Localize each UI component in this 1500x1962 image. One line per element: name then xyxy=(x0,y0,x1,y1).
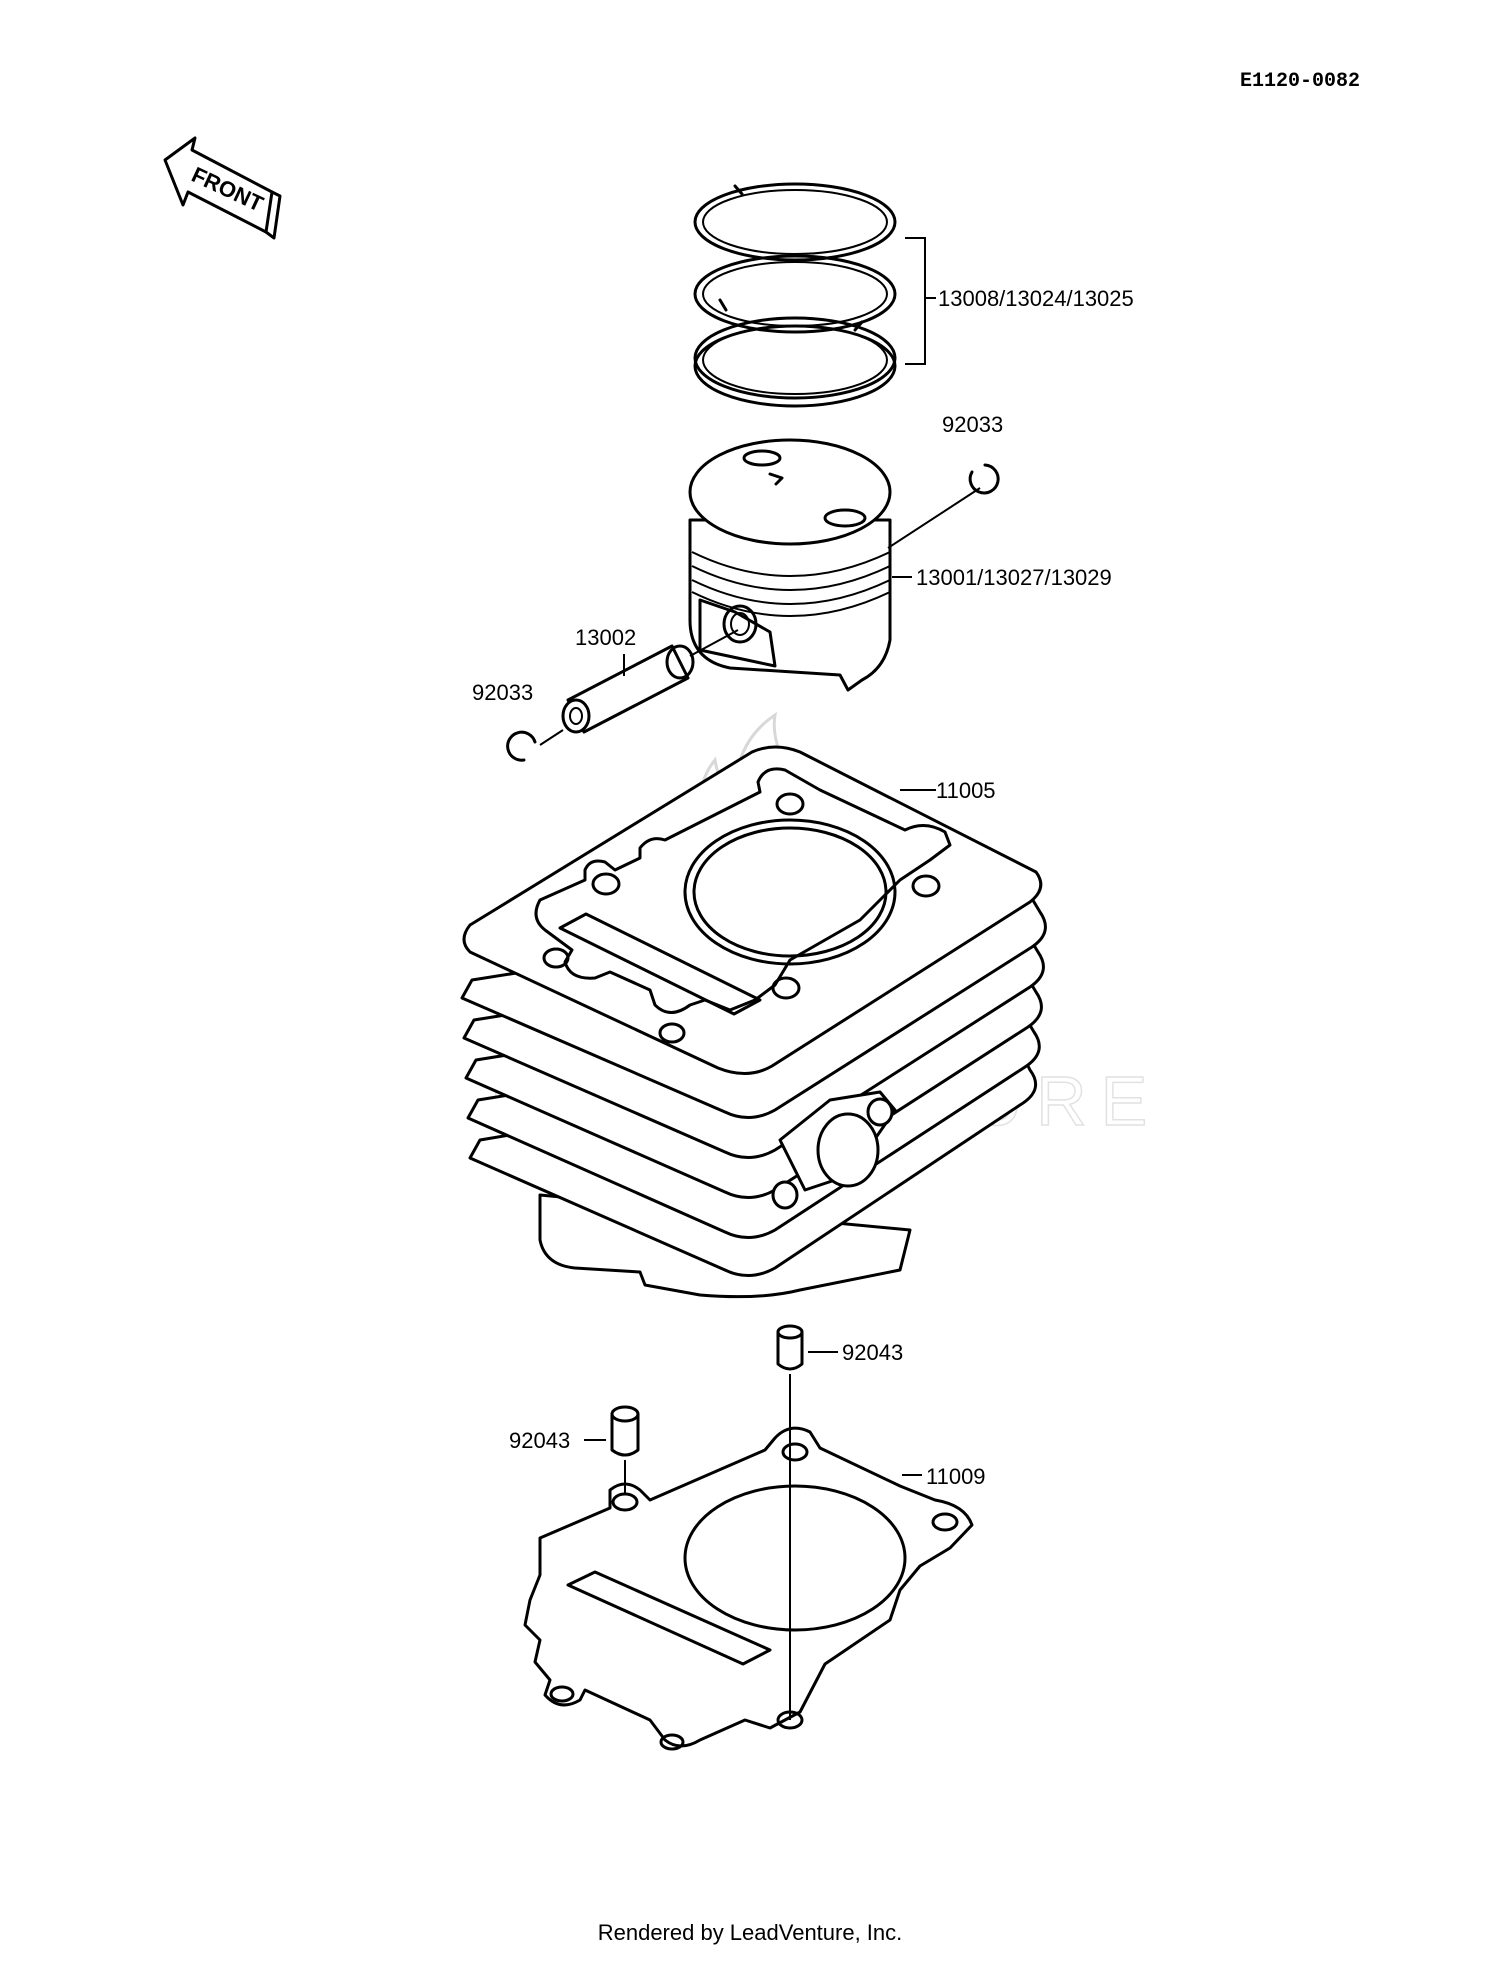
piston-pin xyxy=(561,644,695,734)
front-arrow-icon: FRONT xyxy=(163,136,282,240)
circlip-left xyxy=(506,730,537,762)
dowel-pin-left xyxy=(610,1405,640,1457)
piston-rings xyxy=(693,182,897,408)
rings-bracket xyxy=(905,237,936,365)
label-pin: 13002 xyxy=(575,625,636,650)
label-cylinder: 11005 xyxy=(936,778,996,803)
footer-credit: Rendered by LeadVenture, Inc. xyxy=(597,1920,903,1945)
label-gasket: 11009 xyxy=(926,1464,986,1489)
label-clip-right: 92033 xyxy=(942,412,1003,437)
dowel-pin-right xyxy=(776,1324,804,1371)
circlip-right xyxy=(968,463,1000,495)
cylinder xyxy=(460,745,1047,1299)
label-dowel-right: 92043 xyxy=(842,1340,903,1365)
base-gasket xyxy=(523,1426,974,1751)
label-clip-left: 92033 xyxy=(472,680,533,705)
diagram-code: E1120-0082 xyxy=(1240,70,1360,93)
label-rings: 13008/13024/13025 xyxy=(938,286,1134,311)
label-piston: 13001/13027/13029 xyxy=(916,565,1112,590)
piston xyxy=(688,438,892,692)
label-dowel-left: 92043 xyxy=(509,1428,570,1453)
